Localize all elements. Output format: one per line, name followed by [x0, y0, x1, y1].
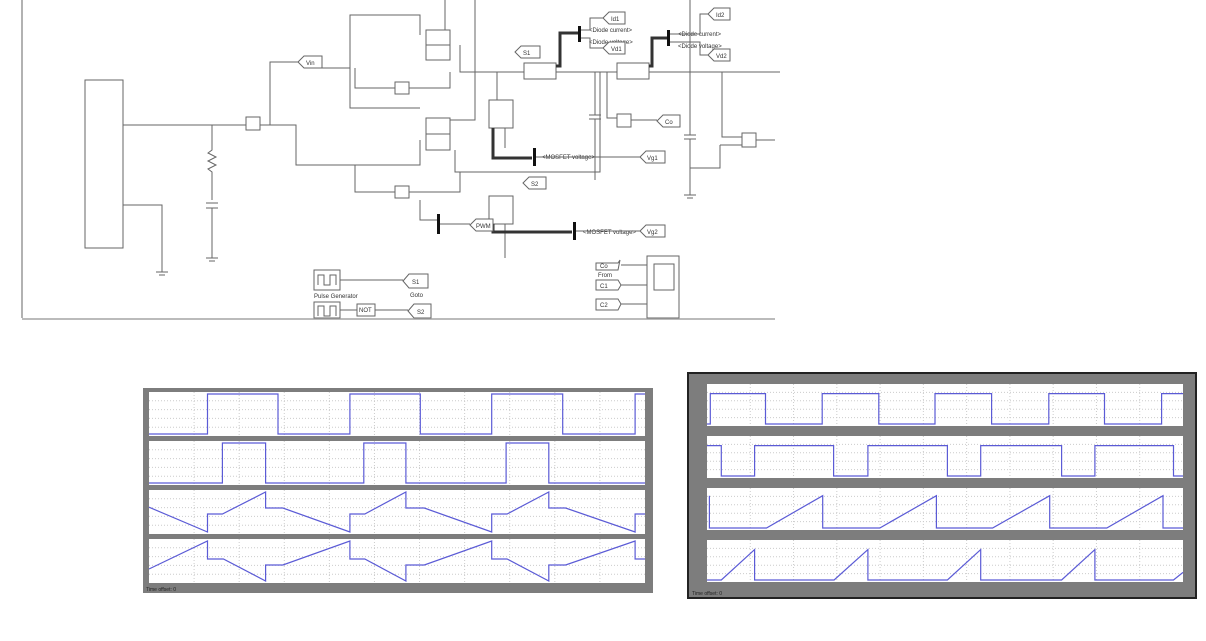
- sum-block-1[interactable]: [394, 81, 410, 95]
- goto-s2[interactable]: [522, 176, 547, 190]
- svg-text:Id1: Id1: [611, 17, 620, 23]
- svg-text:Co: Co: [600, 264, 608, 270]
- svg-text:Vd1: Vd1: [611, 47, 622, 53]
- goto-id2[interactable]: [707, 7, 731, 21]
- ground-icon: [156, 271, 168, 276]
- svg-text:<Diode current>: <Diode current>: [589, 28, 633, 34]
- sum-block-2[interactable]: [394, 185, 410, 199]
- diode-1[interactable]: [523, 62, 557, 80]
- voltage-measurement-co[interactable]: [616, 113, 632, 128]
- svg-text:Pulse Generator: Pulse Generator: [314, 294, 358, 300]
- svg-text:C1: C1: [600, 284, 608, 290]
- mosfet-1[interactable]: [488, 99, 514, 129]
- svg-text:C2: C2: [600, 303, 608, 309]
- goto-vg2[interactable]: [639, 224, 666, 238]
- mux-block: [437, 214, 440, 234]
- pulse-icon: [317, 274, 337, 286]
- scope-panel: [707, 384, 1183, 426]
- bus-selector-1: [533, 148, 536, 166]
- svg-text:<MOSFET voltage>: <MOSFET voltage>: [542, 155, 595, 161]
- diode-bus-selector-1: [578, 26, 581, 42]
- goto-s1-gen[interactable]: [402, 273, 429, 289]
- diode-bus-selector-2: [667, 30, 670, 46]
- svg-text:Vg1: Vg1: [647, 156, 658, 162]
- voltage-measurement-out[interactable]: [741, 132, 757, 148]
- transformer-1: [425, 29, 451, 61]
- scope-left-plot: [148, 392, 645, 583]
- pulse-icon: [317, 305, 337, 317]
- scope-screen-icon: [653, 263, 675, 291]
- svg-text:NOT: NOT: [359, 308, 372, 314]
- waveform-s1: [149, 393, 645, 435]
- goto-s2-gen[interactable]: [407, 303, 432, 319]
- goto-vin[interactable]: [297, 55, 323, 69]
- goto-vg1[interactable]: [639, 150, 666, 164]
- simulink-model-diagram: Vin S1 S2 <MOSFET voltage> Vg1 <MOSFET v…: [21, 0, 780, 320]
- time-offset-label: Time offset: 0: [146, 587, 177, 593]
- ground-icon: [684, 194, 696, 199]
- svg-text:<MOSFET voltage>: <MOSFET voltage>: [583, 230, 636, 236]
- scope-panel: [707, 540, 1183, 582]
- svg-text:PWM: PWM: [476, 224, 491, 230]
- goto-vd1[interactable]: [602, 41, 626, 55]
- svg-text:Id2: Id2: [716, 13, 725, 19]
- svg-text:Vd2: Vd2: [716, 54, 727, 60]
- scope-right-plot: [707, 384, 1184, 582]
- waveform-id2: [707, 548, 1184, 581]
- resistor-icon: [206, 125, 218, 200]
- svg-text:S2: S2: [417, 310, 425, 316]
- svg-text:<Diode current>: <Diode current>: [678, 32, 722, 38]
- goto-s1[interactable]: [514, 45, 541, 59]
- scope-window-right: Time offset: 0: [687, 372, 1197, 599]
- waveform-vg2: [707, 444, 1183, 477]
- waveform-c2: [148, 540, 645, 583]
- waveform-id1: [708, 494, 1183, 529]
- ground-icon: [206, 257, 218, 262]
- dc-source-block[interactable]: [84, 79, 124, 249]
- from-c2[interactable]: [595, 298, 622, 311]
- svg-text:From: From: [598, 273, 612, 279]
- svg-text:Co: Co: [665, 120, 673, 126]
- goto-id1[interactable]: [602, 11, 626, 25]
- svg-text:S1: S1: [412, 280, 420, 286]
- from-pwm[interactable]: [469, 218, 494, 232]
- from-co[interactable]: [595, 259, 621, 271]
- svg-text:S1: S1: [523, 51, 531, 57]
- goto-co[interactable]: [656, 114, 681, 128]
- waveform-vg1: [707, 393, 1183, 425]
- diode-2[interactable]: [616, 62, 650, 80]
- svg-text:S2: S2: [531, 182, 539, 188]
- bus-selector-2: [573, 222, 576, 240]
- voltage-measurement-block[interactable]: [245, 116, 261, 131]
- svg-text:Goto: Goto: [410, 293, 424, 299]
- waveform-c1: [148, 490, 645, 533]
- scope-panel: [707, 488, 1183, 530]
- goto-vd2[interactable]: [707, 48, 731, 62]
- scope-panel: [707, 436, 1183, 478]
- scope-panel: [149, 441, 645, 485]
- transformer-2: [425, 117, 451, 151]
- capacitor-icon: [206, 202, 218, 258]
- time-offset-label: Time offset: 0: [692, 591, 723, 597]
- svg-text:Vg2: Vg2: [647, 230, 658, 236]
- scope-panel: [149, 392, 645, 436]
- scope-window-left: Time offset: 0: [143, 388, 653, 593]
- waveform-s2: [149, 442, 645, 484]
- svg-text:Vin: Vin: [306, 61, 315, 67]
- from-c1[interactable]: [595, 279, 622, 291]
